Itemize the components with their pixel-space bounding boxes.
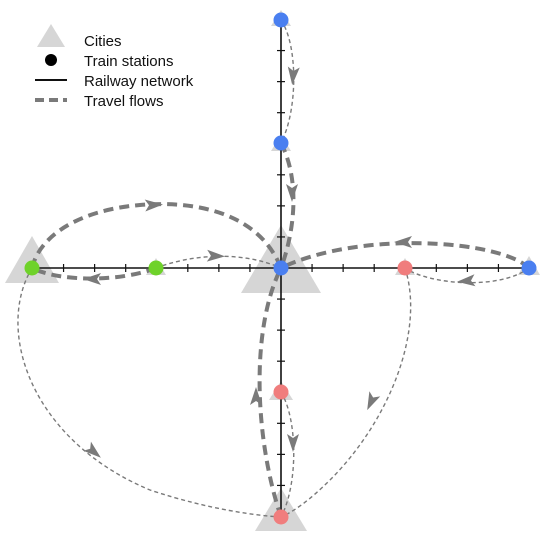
legend-railway-label: Railway network bbox=[84, 73, 194, 90]
arrow-icon bbox=[250, 387, 262, 405]
stations bbox=[24, 12, 537, 525]
station-left bbox=[24, 260, 40, 276]
flow-bottom-to-center bbox=[257, 267, 283, 518]
station-top bbox=[273, 12, 289, 28]
arrow-icon bbox=[287, 434, 299, 452]
arrow-icon bbox=[286, 184, 298, 202]
flow-arrows bbox=[83, 66, 476, 458]
legend-station-icon bbox=[45, 54, 57, 66]
station-left-inner bbox=[148, 260, 164, 276]
legend: Cities Train stations Railway network Tr… bbox=[35, 24, 194, 110]
station-lower bbox=[273, 384, 289, 400]
legend-cities-label: Cities bbox=[84, 33, 122, 50]
legend-flows-label: Travel flows bbox=[84, 93, 163, 110]
flow-upper-to-center bbox=[279, 142, 296, 269]
station-upper bbox=[273, 135, 289, 151]
flow-red-to-bottom-short bbox=[280, 391, 295, 518]
arrow-icon bbox=[394, 236, 412, 248]
arrow-icon bbox=[457, 274, 476, 287]
arrow-icon bbox=[83, 441, 101, 458]
arrow-icon bbox=[206, 249, 225, 262]
arrow-icon bbox=[83, 273, 101, 285]
station-bottom bbox=[273, 509, 289, 525]
station-right-inner bbox=[397, 260, 413, 276]
flow-left-to-center bbox=[30, 202, 283, 269]
arrow-icon bbox=[144, 199, 163, 212]
flow-green-to-center bbox=[155, 255, 282, 269]
arrow-icon bbox=[287, 66, 300, 85]
flow-red-to-bottom bbox=[280, 267, 412, 518]
flow-left-to-bottom bbox=[17, 267, 282, 518]
station-right bbox=[521, 260, 537, 276]
flow-top-to-upper bbox=[280, 19, 295, 144]
arrow-icon bbox=[367, 391, 381, 411]
legend-city-icon bbox=[37, 24, 65, 47]
flow-right-to-center bbox=[280, 241, 531, 270]
station-center bbox=[273, 260, 289, 276]
legend-stations-label: Train stations bbox=[84, 53, 173, 70]
